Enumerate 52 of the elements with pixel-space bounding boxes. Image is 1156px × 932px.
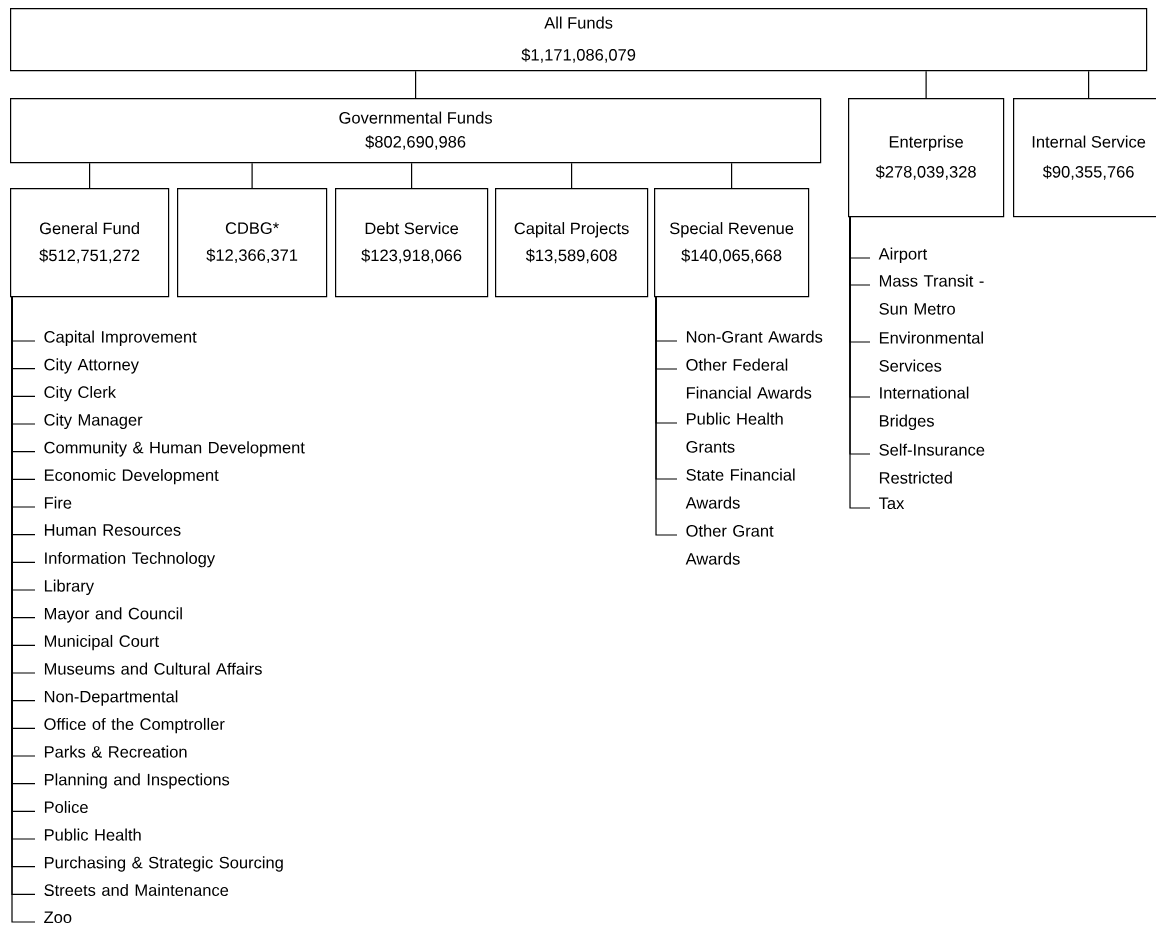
list-item: Other Grant Awards: [685, 524, 774, 565]
fund-box: Governmental Funds $802,690,986: [10, 98, 822, 164]
list-item: Mayor and Council: [44, 607, 182, 623]
connector-line: [89, 162, 91, 189]
list-item: Capital Improvement: [44, 330, 197, 346]
list-item: Office of the Comptroller: [44, 717, 225, 734]
connector-line: [849, 216, 871, 509]
fund-box: Special Revenue $140,065,668: [654, 188, 810, 298]
connector-line: [571, 162, 573, 189]
list-item: Airport: [878, 247, 928, 263]
list-item: Environmental Services: [879, 331, 983, 372]
list-item: Mass Transit - Sun Metro: [879, 274, 984, 315]
list-item: Information Technology: [45, 551, 216, 568]
list-item: Tax: [879, 497, 905, 510]
list-item: State Financial Awards: [685, 468, 795, 509]
list-item: Municipal Court: [44, 634, 159, 651]
fund-box: CDBG* $12,366,371: [177, 188, 328, 298]
connector-line: [1088, 70, 1090, 99]
connector-line: [655, 296, 678, 536]
list-item: Other Federal Financial Awards: [686, 358, 812, 399]
list-item: City Attorney: [44, 358, 139, 374]
list-item: City Clerk: [44, 385, 117, 402]
list-item: Museums and Cultural Affairs: [44, 662, 262, 675]
list-item: Self-Insurance Restricted: [879, 443, 985, 484]
fund-box: General Fund $512,751,272: [10, 188, 170, 298]
fund-box: All Funds $1,171,086,079: [10, 8, 1148, 72]
fund-box: Internal Service $90,355,766: [1013, 98, 1156, 218]
connector-line: [415, 70, 417, 99]
list-item: Non-Departmental: [44, 690, 178, 706]
fund-box: Debt Service $123,918,066: [335, 188, 489, 298]
list-item: Human Resources: [44, 524, 181, 536]
list-item: Library: [44, 579, 94, 595]
connector-line: [731, 162, 733, 189]
list-item: International Bridges: [879, 386, 969, 430]
list-item: Streets and Maintenance: [44, 883, 229, 896]
connector-line: [251, 162, 253, 189]
list-item: Public Health Grants: [686, 412, 783, 453]
fund-box: Capital Projects $13,589,608: [495, 188, 649, 298]
list-item: Fire: [44, 496, 72, 509]
list-item: Parks & Recreation: [44, 745, 187, 758]
connector-line: [925, 70, 927, 99]
list-item: Planning and Inspections: [44, 773, 230, 789]
list-item: Public Health: [44, 828, 141, 841]
list-item: Police: [44, 800, 88, 813]
list-item: Community & Human Development: [44, 441, 305, 457]
fund-box: Enterprise $278,039,328: [848, 98, 1005, 218]
list-item: Zoo: [44, 911, 72, 924]
connector-line: [411, 162, 413, 189]
list-item: Non-Grant Awards: [686, 330, 823, 343]
list-item: Purchasing & Strategic Sourcing: [44, 856, 283, 872]
list-item: Economic Development: [44, 468, 219, 485]
list-item: City Manager: [44, 413, 143, 429]
